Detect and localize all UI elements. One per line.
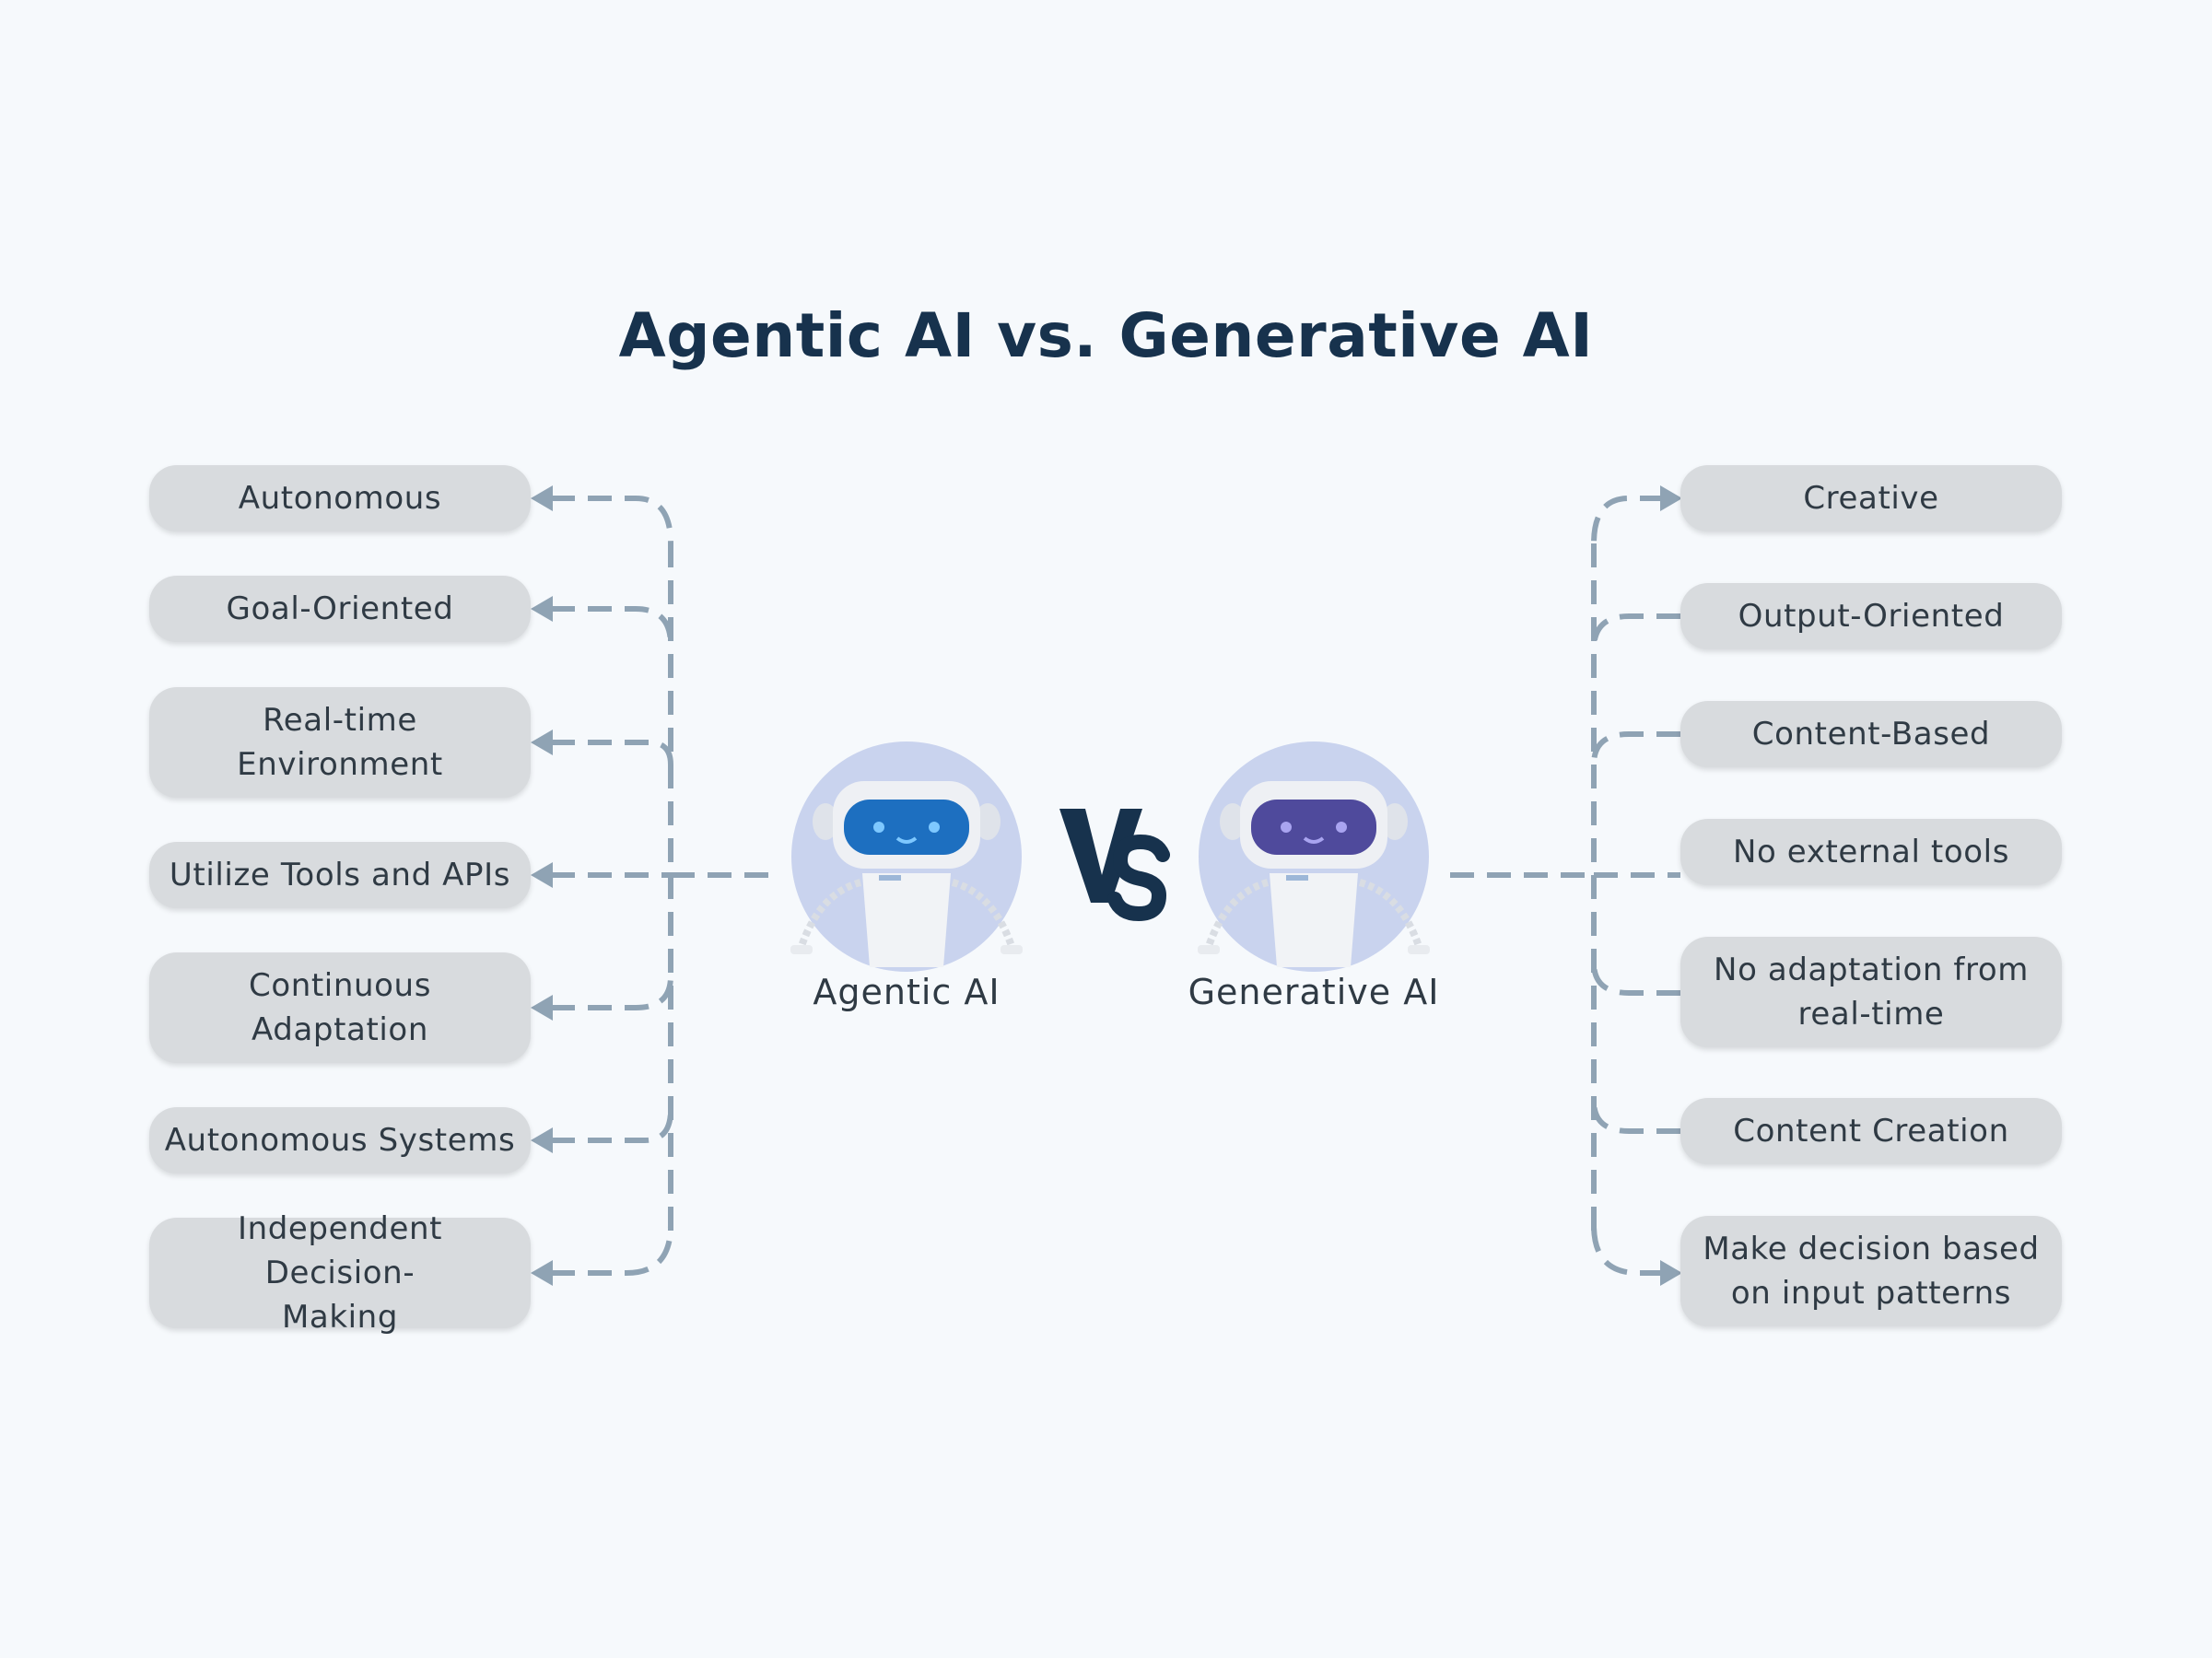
agentic-trait-4: Utilize Tools and APIs <box>149 842 531 908</box>
left-branch-3 <box>551 740 673 765</box>
generative-trait-3: Content-Based <box>1680 701 2062 767</box>
left-arrowhead-4 <box>531 862 553 888</box>
diagram-title: Agentic AI vs. Generative AI <box>618 300 1594 371</box>
generative-trait-1: Creative <box>1680 465 2062 531</box>
left-arrowhead-5 <box>531 995 553 1021</box>
left-arrowhead-6 <box>531 1127 553 1153</box>
left-branch-2 <box>551 606 673 646</box>
right-branch-3 <box>1591 731 1680 765</box>
generative-trait-4: No external tools <box>1680 819 2062 885</box>
right-branch-7 <box>1591 1224 1664 1276</box>
agentic-trait-3: Real-time Environment <box>149 687 531 798</box>
left-arrowhead-3 <box>531 730 553 755</box>
agentic-trait-5: Continuous Adaptation <box>149 952 531 1063</box>
left-arrowhead-2 <box>531 596 553 622</box>
generative-robot-icon <box>1198 741 1430 972</box>
right-branch-1 <box>1591 496 1664 544</box>
left-branch-7 <box>551 1224 673 1276</box>
agentic-robot-icon <box>790 741 1023 972</box>
generative-trait-6: Content Creation <box>1680 1098 2062 1164</box>
agentic-trait-7: Independent Decision- Making <box>149 1210 531 1336</box>
left-branch-1 <box>551 496 673 544</box>
agentic-trait-6: Autonomous Systems <box>149 1107 531 1173</box>
right-branch-6 <box>1591 1100 1680 1134</box>
agentic-trait-2: Goal-Oriented <box>149 576 531 642</box>
generative-ai-label: Generative AI <box>1188 972 1440 1012</box>
agentic-ai-label: Agentic AI <box>813 972 1001 1012</box>
generative-trait-7: Make decision based on input patterns <box>1680 1216 2062 1326</box>
versus-mark: VS <box>1059 809 1170 921</box>
right-branch-5 <box>1591 962 1680 996</box>
left-branch-5 <box>551 975 673 1010</box>
left-branch-6 <box>551 1109 673 1143</box>
right-arrowhead-7 <box>1660 1260 1682 1286</box>
agentic-trait-1: Autonomous <box>149 465 531 531</box>
right-branch-2 <box>1591 613 1680 650</box>
left-arrowhead-7 <box>531 1260 553 1286</box>
generative-trait-5: No adaptation from real-time <box>1680 937 2062 1047</box>
generative-trait-2: Output-Oriented <box>1680 583 2062 649</box>
right-arrowhead-1 <box>1660 485 1682 511</box>
left-arrowhead-1 <box>531 485 553 511</box>
